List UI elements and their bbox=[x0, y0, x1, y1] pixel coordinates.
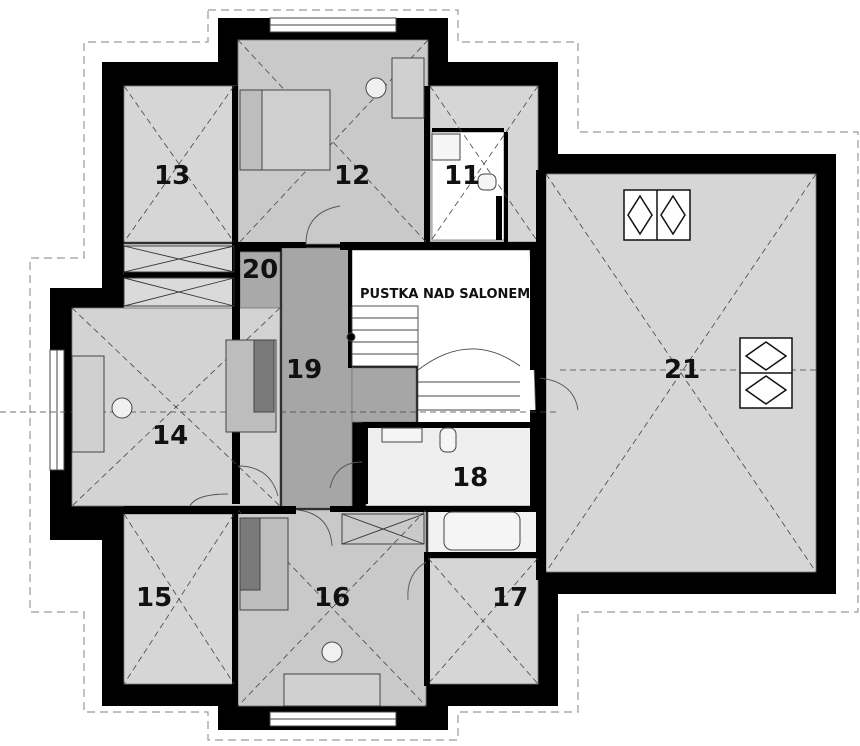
room-20-label: 20 bbox=[242, 255, 278, 285]
stair-landing bbox=[351, 367, 417, 423]
room-19-label: 19 bbox=[286, 355, 322, 385]
room-12-label: 12 bbox=[334, 161, 370, 191]
wardrobes bbox=[123, 245, 425, 545]
chair-room-12 bbox=[365, 77, 387, 99]
staircase bbox=[346, 305, 521, 411]
room-13-label: 13 bbox=[154, 161, 190, 191]
room-labels: 13 12 11 20 19 14 18 21 15 16 17 PUSTKA … bbox=[136, 161, 700, 613]
chair-room-14 bbox=[111, 397, 133, 419]
roof-outline bbox=[29, 9, 859, 741]
doors bbox=[189, 205, 579, 601]
bathtub bbox=[443, 511, 521, 551]
desk-room-14 bbox=[71, 355, 105, 453]
toilet-11 bbox=[477, 173, 497, 191]
room-11-label: 11 bbox=[444, 161, 480, 191]
windows bbox=[49, 17, 397, 727]
sink-18 bbox=[381, 427, 423, 443]
desk-room-16 bbox=[283, 673, 381, 707]
furniture bbox=[71, 57, 521, 707]
room-19-floor bbox=[281, 247, 353, 509]
toilet-18 bbox=[439, 427, 457, 453]
room-17-label: 17 bbox=[492, 583, 528, 613]
room-21-label: 21 bbox=[664, 355, 700, 385]
shower-11 bbox=[431, 133, 461, 161]
room-14-label: 14 bbox=[152, 421, 188, 451]
room-16-label: 16 bbox=[314, 583, 350, 613]
void-label: PUSTKA NAD SALONEM bbox=[360, 287, 530, 302]
roof-windows bbox=[623, 189, 793, 409]
room-15-label: 15 bbox=[136, 583, 172, 613]
room-18-label: 18 bbox=[452, 463, 488, 493]
chair-room-16 bbox=[321, 641, 343, 663]
